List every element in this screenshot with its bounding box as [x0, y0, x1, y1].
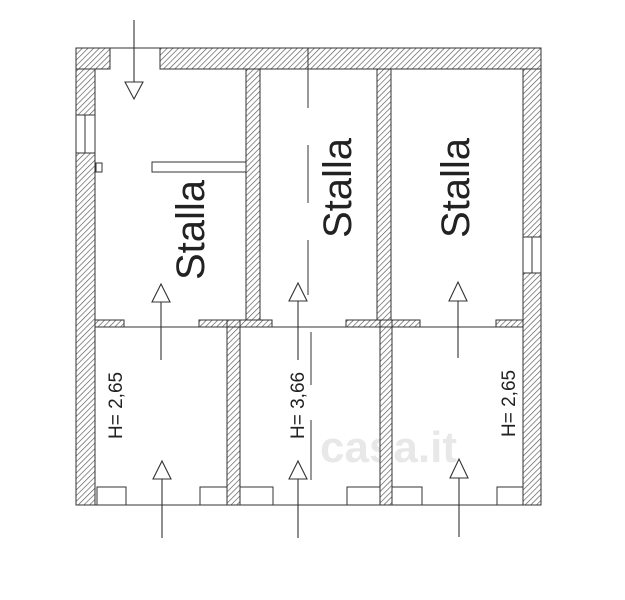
wall-stub [94, 319, 125, 328]
arrow-up-icon [151, 282, 171, 360]
room-label: Stalla [169, 179, 213, 280]
room-label: Stalla [316, 137, 360, 238]
interior-partition [151, 161, 247, 173]
height-label: H= 2,65 [499, 370, 520, 437]
arrow-up-icon [448, 280, 468, 358]
lower-partition-1 [226, 319, 241, 506]
pillar [239, 486, 274, 506]
pillar [496, 486, 524, 506]
wall-stub [391, 319, 421, 328]
pillar [199, 486, 228, 506]
lower-partition-2 [379, 319, 393, 506]
height-label: H= 2,65 [106, 372, 127, 439]
arrow-up-icon [152, 459, 172, 538]
wall-stub [345, 319, 381, 328]
arrow-up-icon [288, 281, 308, 360]
room-label: Stalla [434, 137, 478, 238]
pillar [96, 486, 127, 506]
left-wall-upper [75, 68, 96, 116]
upper-partition-2 [376, 68, 392, 328]
right-wall-lower [522, 272, 542, 506]
right-wall-upper [522, 68, 542, 238]
arrow-up-icon [288, 459, 308, 538]
pillar [346, 486, 381, 506]
left-wall-lower [75, 152, 96, 506]
top-wall-right [159, 47, 542, 70]
upper-partition-1 [245, 68, 261, 328]
arrows [124, 20, 469, 538]
top-wall-left [75, 47, 111, 70]
wall-stub [198, 319, 228, 328]
arrow-down-icon [124, 20, 144, 101]
walls [75, 47, 542, 506]
wall-detail [95, 162, 103, 173]
fixtures [75, 47, 542, 506]
pillar [391, 486, 423, 506]
wall-stub [239, 319, 273, 328]
wall-stub [495, 319, 524, 328]
arrow-up-icon [449, 457, 469, 537]
height-label: H= 3,66 [288, 372, 309, 439]
